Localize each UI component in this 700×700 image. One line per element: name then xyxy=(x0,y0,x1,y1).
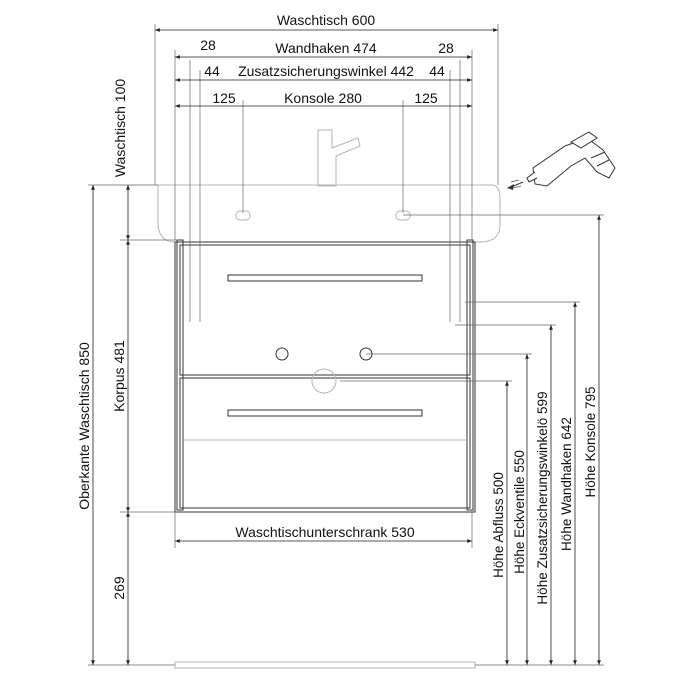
drain-outlet xyxy=(311,368,337,394)
left-dimensions xyxy=(88,184,177,666)
dim-wandhaken-left: 28 xyxy=(200,37,216,53)
dim-zusatz-right: 44 xyxy=(429,63,445,79)
dim-unterschrank: Waschtischunterschrank 530 xyxy=(235,524,414,540)
drawer-handle-top xyxy=(227,274,423,282)
dim-waschtisch-width: Waschtisch 600 xyxy=(277,12,376,28)
drill-icon xyxy=(507,131,616,190)
bottom-dimension xyxy=(174,512,473,548)
dim-wandhaken-hoehe: Höhe Wandhaken 642 xyxy=(559,417,574,551)
dim-abfluss: Höhe Abfluss 500 xyxy=(491,472,506,578)
dim-zusatz-hoehe: Höhe Zusatzsicherungswinkelö 599 xyxy=(535,391,550,604)
dim-konsole: Konsole 280 xyxy=(284,90,362,106)
dim-wandhaken-right: 28 xyxy=(438,40,454,56)
dim-konsole-left: 125 xyxy=(212,90,236,106)
washbasin xyxy=(157,129,501,243)
faucet xyxy=(317,129,361,187)
dim-floor-gap: 269 xyxy=(111,576,127,600)
vanity-cabinet xyxy=(174,239,476,513)
angle-valve-left xyxy=(275,347,289,361)
drawer-handle-bottom xyxy=(227,409,423,417)
dim-zusatz-left: 44 xyxy=(204,63,220,79)
dim-zusatz: Zusatzsicherungswinkel 442 xyxy=(238,63,414,79)
right-dimensions xyxy=(340,214,604,666)
reference-lines xyxy=(154,24,499,322)
dim-oberkante: Oberkante Waschtisch 850 xyxy=(76,342,92,510)
top-dimensions xyxy=(155,28,498,108)
dim-konsole-hoehe: Höhe Konsole 795 xyxy=(583,386,598,497)
dim-waschtisch-height: Waschtisch 100 xyxy=(112,79,128,178)
dim-eckventile: Höhe Eckventile 550 xyxy=(512,450,527,574)
floor-base xyxy=(174,661,476,669)
dim-wandhaken: Wandhaken 474 xyxy=(275,40,377,56)
dim-konsole-right: 125 xyxy=(414,90,438,106)
dim-korpus: Korpus 481 xyxy=(111,340,127,412)
cabinet-side-left xyxy=(176,239,184,511)
cabinet-side-right xyxy=(466,239,474,511)
